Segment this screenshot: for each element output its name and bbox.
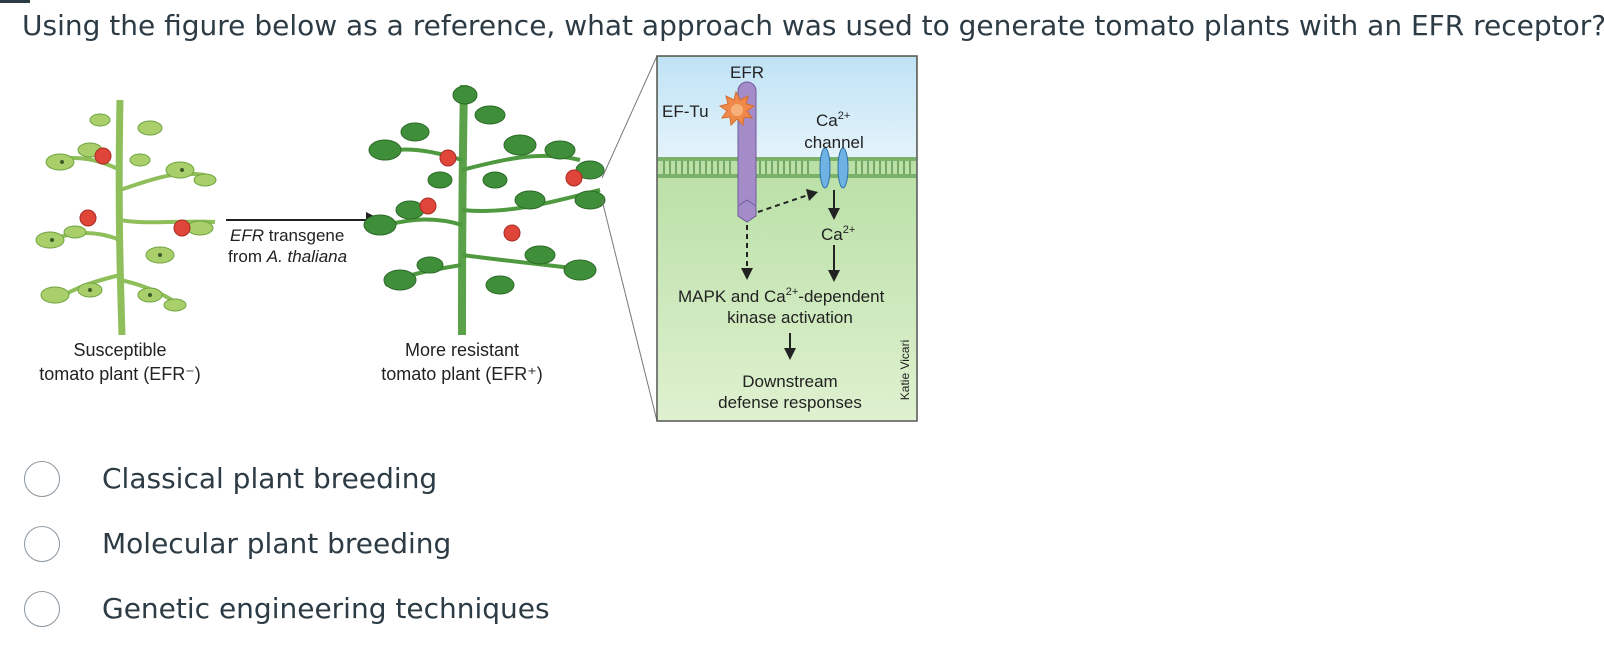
- zoom-lines: [601, 55, 658, 422]
- calcium-channel-icon: [819, 147, 849, 189]
- signal-arrows: [741, 189, 840, 360]
- illustration-credit: Katie Vicari: [898, 340, 912, 400]
- susceptible-label-line2: tomato plant (EFR⁻): [39, 364, 201, 384]
- transgene-label-line2: from A. thaliana: [228, 247, 347, 266]
- eftu-label: EF-Tu: [662, 102, 709, 121]
- corner-mark: [0, 0, 30, 3]
- efr-label: EFR: [730, 63, 764, 82]
- option-label: Classical plant breeding: [102, 462, 438, 495]
- question-text: Using the figure below as a reference, w…: [22, 9, 1604, 42]
- radio-button[interactable]: [24, 461, 60, 497]
- mapk-label-line2: kinase activation: [727, 308, 853, 327]
- susceptible-plant-illustration: [35, 99, 217, 336]
- mapk-label-line1: MAPK and Ca2+-dependent: [678, 286, 885, 306]
- resistant-label-line1: More resistant: [405, 340, 519, 360]
- resistant-plant-illustration: [363, 84, 606, 336]
- efr-figure: Susceptible tomato plant (EFR⁻) EFR tran…: [0, 50, 960, 435]
- susceptible-label-line1: Susceptible: [73, 340, 166, 360]
- ca-channel-label-line2: channel: [804, 133, 864, 152]
- ca-channel-label-line1: Ca2+: [816, 110, 850, 130]
- answer-option-2[interactable]: Molecular plant breeding: [0, 520, 640, 574]
- downstream-label-line1: Downstream: [742, 372, 837, 391]
- radio-button[interactable]: [24, 526, 60, 562]
- efr-signaling-inset: EFR EF-Tu Ca2+ channel Ca2+ MAPK and Ca2…: [656, 55, 918, 422]
- transgene-label-line1: EFR transgene: [230, 226, 344, 245]
- downstream-label-line2: defense responses: [718, 393, 862, 412]
- resistant-label-line2: tomato plant (EFR⁺): [381, 364, 543, 384]
- option-label: Molecular plant breeding: [102, 527, 452, 560]
- ca-ion-label: Ca2+: [821, 224, 855, 244]
- answer-option-1[interactable]: Classical plant breeding: [0, 455, 640, 509]
- option-label: Genetic engineering techniques: [102, 592, 550, 625]
- radio-button[interactable]: [24, 591, 60, 627]
- cell-membrane: [658, 157, 916, 178]
- answer-option-3[interactable]: Genetic engineering techniques: [0, 585, 640, 639]
- efr-figure-svg: Susceptible tomato plant (EFR⁻) EFR tran…: [35, 55, 918, 422]
- eftu-icon: [718, 90, 756, 127]
